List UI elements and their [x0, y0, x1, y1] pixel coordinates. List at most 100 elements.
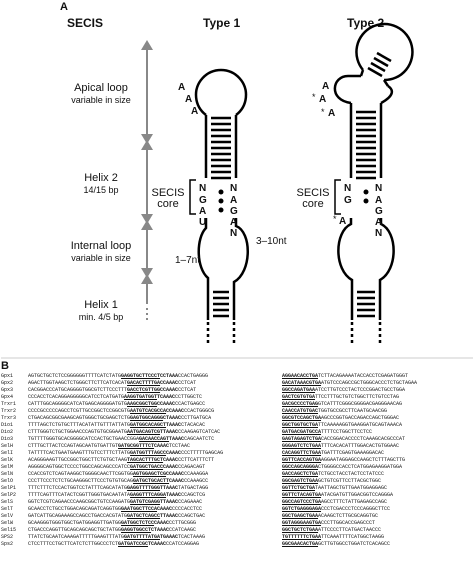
sequence-fragment-l2: TTAAAC	[160, 499, 179, 505]
panel-b-letter: B	[1, 360, 9, 372]
type1-core-left-2: G	[199, 195, 207, 206]
sequence-fragment-r2: TCTGCCTACCTACTCCTATCCC	[318, 471, 385, 477]
sequence-fragment-l3: CCAGAAAC	[178, 499, 203, 505]
sequence-fragment-l3: CCTTGATGCA	[181, 415, 212, 421]
sequence-5prime-segment: GATCATTGCAGAAAGCCAGCCTGACCACGTATGGATGCTC…	[28, 513, 205, 520]
type1-core-bracket	[189, 179, 196, 215]
sequence-fragment-l2: CAAAC	[157, 506, 173, 512]
sequence-fragment-l2: CAAAC	[163, 457, 179, 463]
sequence-fragment-l2: CAAAC	[163, 464, 179, 470]
sequence-fragment-l1: TGTTTTGGGTGCACGGGGCATCCACTGCTGAACCGGA	[28, 436, 140, 442]
sequence-fragment-r1: GGGAGTCTCTGAA	[282, 443, 322, 449]
sequence-5prime-segment: CTGACAGCGGCGAAGCAGTGGGCTGCGAGCTCTGGAGTGG…	[28, 415, 211, 422]
type2-low-a: A	[339, 216, 347, 227]
sequence-fragment-l1: CCCCGCCCCCAGCCTCGTTGCCGGCTCCGGCGTG	[28, 408, 131, 414]
sequence-fragment-l2: TGAAAC	[160, 534, 179, 540]
sequence-fragment-u1: GATGGCTGACC	[130, 464, 164, 470]
type2-helix2-basepairs	[356, 110, 376, 180]
sequence-fragment-l3: CAGCAATCTC	[184, 436, 215, 442]
secis-structure-diagram	[1, 22, 473, 359]
type1-core-right-2: A	[230, 195, 238, 206]
sequence-fragment-l1: GATCATTGCAGAAAGCCAGCCTGACCACGTATG	[28, 513, 128, 519]
sequence-fragment-r2: CACCGGACACCCCTCAAAGCACGCCCAT	[321, 436, 406, 442]
sequence-fragment-l3: CCAGCTGAC	[178, 513, 206, 519]
type2-core-right-1: N	[375, 183, 383, 194]
helix2-label: Helix 2 14/15 bp	[58, 172, 144, 196]
sequence-fragment-l1: CTTTGGGTCTGCTGGAACCCAGTGTGCGGAATG	[28, 429, 128, 435]
sequence-fragment-r2: TAATTAGCTGTTGAATGGAGGAGC	[315, 485, 388, 491]
type1-core-pair-dots	[218, 189, 224, 213]
sequence-5prime-segment: CACGGACCCATGCAGGGGTGGCGTCTTCCCTTTGACCTCG…	[28, 387, 196, 394]
sequence-3prime-segment: GGCGAGTCTGAAGCTGTCGTTCCTTACGCTGGC	[282, 478, 381, 485]
type1-core-label-line1: SECIS	[151, 187, 185, 199]
type1-helix2-basepairs	[211, 116, 231, 180]
sequence-fragment-l2: TTAAAC	[160, 429, 179, 435]
type2-helix1-basepairs	[357, 290, 375, 318]
type2-core-label: SECIS core	[293, 188, 333, 210]
sequence-fragment-r2: AGGAATAGGAGCCAAGCTCTTTAGCTTG	[321, 457, 406, 463]
type1-right-nt-label: 3–10nt	[256, 236, 287, 247]
sequence-fragment-u1: GAGGTTTCAGGA	[130, 492, 167, 498]
sequence-fragment-l2: TCAAAC	[148, 541, 167, 547]
sequence-fragment-r1: GGTCTGAGGGAGA	[282, 506, 322, 512]
sequence-fragment-u1: GATGGCACAGCT	[130, 422, 167, 428]
sequence-3prime-segment: GGCCAGCAGGGACTGGGGCCACCTCATGGAGAAGGATGGA	[282, 464, 402, 471]
sequence-fragment-l1: CATTTGGCAGGGGCATCATGAGCAGGGGATGTG	[28, 401, 128, 407]
gene-name: SelK	[1, 457, 14, 463]
apical-loop-sub: variable in size	[71, 95, 131, 105]
sequence-5prime-segment: TTTTCAGTTTCATACTCGGTTGGGTGACAATATAGAGGTT…	[28, 492, 205, 499]
gene-name: SelS	[1, 499, 14, 505]
sequence-fragment-l1: CACGGACCCATGCAGGGGTGGCGTCTTCCCTTT	[28, 387, 128, 393]
sequence-fragment-l1: AGTGCTGCTCTCCGGGGGGTTTTCATCTATG	[28, 373, 122, 379]
sequence-5prime-segment: GCAAGGGTGGGTGGCTGATGGAGGTTGATGGGATGGCTCT…	[28, 520, 196, 527]
type2-stem-loop	[333, 22, 414, 345]
sequence-3prime-segment: GACGCCCCTGAGGTCATTTCGGGCGGGGACGAGGGAACAG	[282, 401, 402, 408]
sequence-fragment-r2: TTTCACACATTTGGACACTGTGGAAC	[321, 443, 400, 449]
sequence-fragment-l1: TTATCTGCAATCAAAGATTTTTGAAGTTTATG	[28, 534, 125, 540]
apical-loop-title: Apical loop	[74, 82, 128, 94]
sequence-fragment-l3: CCAGCTCG	[181, 492, 206, 498]
sequence-fragment-l3: CCATCCAGGAG	[166, 541, 200, 547]
sequence-fragment-u1: GAATGGCTTCCA	[121, 506, 158, 512]
sequence-fragment-r1: GATGACGATGCCA	[282, 429, 322, 435]
sequence-3prime-segment: GGTCTGAGGGAGACCCTCGACCCTCCCAGGGCTTCC	[282, 506, 390, 513]
sequence-fragment-r2: TCTTACAGAAAATACCACCTCGAGATGGGT	[318, 373, 409, 379]
sequence-fragment-l3: CCACTGAGCC	[175, 401, 206, 407]
type1-apical-a-2: A	[185, 94, 193, 105]
gene-name: SelP2	[1, 492, 17, 498]
sequence-fragment-l2: TAAAC	[166, 492, 182, 498]
sequence-fragment-u1: GAGGTGGCCT	[121, 527, 152, 533]
sequence-row: SPS2 TTATCTGCAATCAAAGATTTTTGAAGTTTATGGATG…	[0, 534, 474, 541]
sequence-fragment-u1: GACCTCGTTGG	[127, 387, 161, 393]
sequence-fragment-l1: TTTCTTTCTCCACTGGTCCTATTTCAGCATATG	[28, 485, 128, 491]
internal-loop-title: Internal loop	[70, 240, 132, 252]
type1-core-left-1: N	[199, 183, 207, 194]
sequence-fragment-l1: GCAAGGGTGGGTGGCTGATGGAGGTTGATGG	[28, 520, 122, 526]
sequence-fragment-l1: GGTCTCGTCAGAACCCAAGCGGCTGTCCAAGATG	[28, 499, 131, 505]
sequence-5prime-segment: GCAACCTCTGCCTGGACAGCAGATCAGGTGGGAATGGCTT…	[28, 506, 202, 513]
sequence-fragment-l1: AGACTTGGTAAGCTCTGGGCTTCTTCATCACAT	[28, 380, 128, 386]
gene-name: SPS2	[1, 534, 14, 540]
sequence-fragment-r2: TGGTGCCGCCTTCAATGCAACGG	[318, 408, 388, 414]
sequence-fragment-r1: TGTTTTTTCTGAA	[282, 534, 322, 540]
sequence-fragment-r1: CAACCATGTGAC	[282, 408, 319, 414]
gene-name: SelT	[1, 506, 14, 512]
type2-core-left-2: G	[344, 195, 352, 206]
gene-name: Gpx2	[1, 380, 14, 386]
sequence-fragment-u1: GATGGCTCTCC	[121, 520, 155, 526]
sequence-fragment-l3: CCCCACCTCC	[172, 506, 203, 512]
type2-core-pair-dots	[363, 189, 369, 204]
type1-core-right-3: G	[230, 206, 238, 217]
sequence-3prime-segment: GAGTAGAGTCTGACACCGGACACCCCTCAAAGCACGCCCA…	[282, 436, 405, 443]
helix2-sub: 14/15 bp	[83, 185, 119, 195]
sequence-5prime-segment: CCCCGCCCCCAGCCTCGTTGCCGGCTCCGGCGTGAATGTC…	[28, 408, 214, 415]
sequence-fragment-l3: CCTTCATTTCTT	[178, 457, 215, 463]
sequence-fragment-l2: TTAAAC	[160, 513, 179, 519]
sequence-3prime-segment: GGCTGAGCTGAAACAAGCTCTTGCGCAGGTGC	[282, 513, 378, 520]
sequence-fragment-u1: GATGTTTTATGA	[124, 534, 161, 540]
